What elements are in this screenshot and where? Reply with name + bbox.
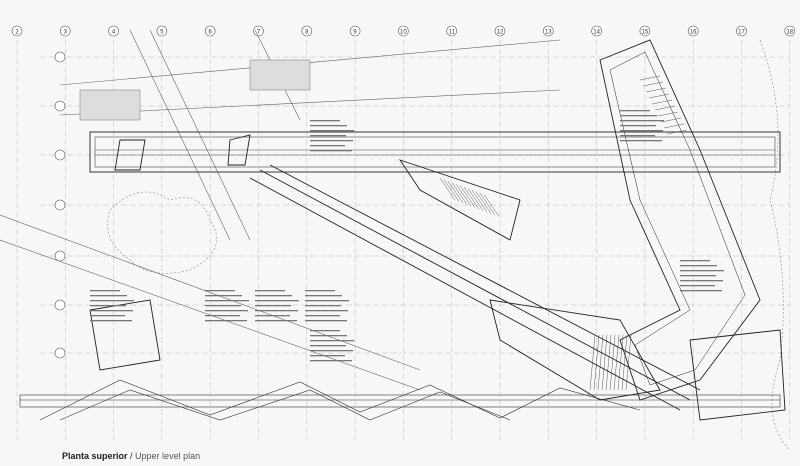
grid-bubble: 2 bbox=[11, 25, 23, 37]
grid-bubble: 5 bbox=[156, 25, 168, 37]
grid-bubble: 13 bbox=[542, 25, 554, 37]
grid-bubbles: 2 3 4 5 6 7 8 9 10 11 12 13 14 15 16 17 18 bbox=[11, 25, 796, 359]
grid-bubble: 18 bbox=[784, 25, 796, 37]
grid-label: 16 bbox=[690, 30, 697, 36]
grid-bubble bbox=[54, 250, 66, 262]
grid-bubble: 17 bbox=[736, 25, 747, 37]
grid-label: 17 bbox=[738, 30, 745, 36]
grid-bubble: 15 bbox=[639, 25, 651, 37]
grid-bubble: 9 bbox=[349, 25, 361, 37]
grid-label: 8 bbox=[305, 30, 309, 36]
grid-bubble: 16 bbox=[687, 25, 699, 37]
stair-hatching bbox=[439, 75, 688, 391]
grid-bubble: 10 bbox=[398, 25, 409, 37]
grid-label: 5 bbox=[160, 30, 164, 36]
grid-bubble: 12 bbox=[494, 25, 506, 37]
grid-label: 2 bbox=[15, 30, 19, 36]
grid-label: 4 bbox=[112, 30, 116, 36]
grid-bubble: 14 bbox=[591, 25, 602, 37]
grid-label: 7 bbox=[257, 30, 261, 36]
grid-bubble: 11 bbox=[446, 25, 458, 37]
grid-label: 15 bbox=[642, 30, 649, 36]
grid-bubble: 8 bbox=[301, 25, 313, 37]
grid-bubble bbox=[54, 149, 66, 161]
grid-label: 9 bbox=[353, 30, 357, 36]
grid-bubble bbox=[54, 199, 66, 211]
grid-label: 14 bbox=[593, 30, 600, 36]
grid-bubble: 7 bbox=[253, 25, 264, 37]
drawing-caption: Planta superior / Upper level plan bbox=[62, 451, 200, 461]
site-context bbox=[0, 29, 791, 451]
grid-bubble bbox=[54, 51, 66, 63]
grid-bubble: 4 bbox=[108, 25, 119, 37]
grid-label: 6 bbox=[209, 30, 213, 36]
elevation-strip bbox=[19, 379, 781, 421]
grid-label: 18 bbox=[786, 30, 793, 36]
grid-label: 11 bbox=[449, 30, 456, 36]
grid-label: 12 bbox=[497, 30, 504, 36]
grid-bubble bbox=[54, 347, 66, 359]
grid-bubble bbox=[54, 100, 66, 112]
grid-bubble: 3 bbox=[60, 25, 71, 37]
grid-bubble: 6 bbox=[204, 25, 216, 37]
annotation-blocks bbox=[90, 110, 724, 362]
grid-bubble bbox=[54, 299, 66, 311]
grid-label: 13 bbox=[545, 30, 552, 36]
caption-title: Planta superior bbox=[62, 451, 128, 461]
grid-label: 3 bbox=[64, 30, 68, 36]
grid-label: 10 bbox=[400, 30, 407, 36]
caption-subtitle: Upper level plan bbox=[135, 451, 201, 461]
caption-separator: / bbox=[127, 451, 136, 461]
